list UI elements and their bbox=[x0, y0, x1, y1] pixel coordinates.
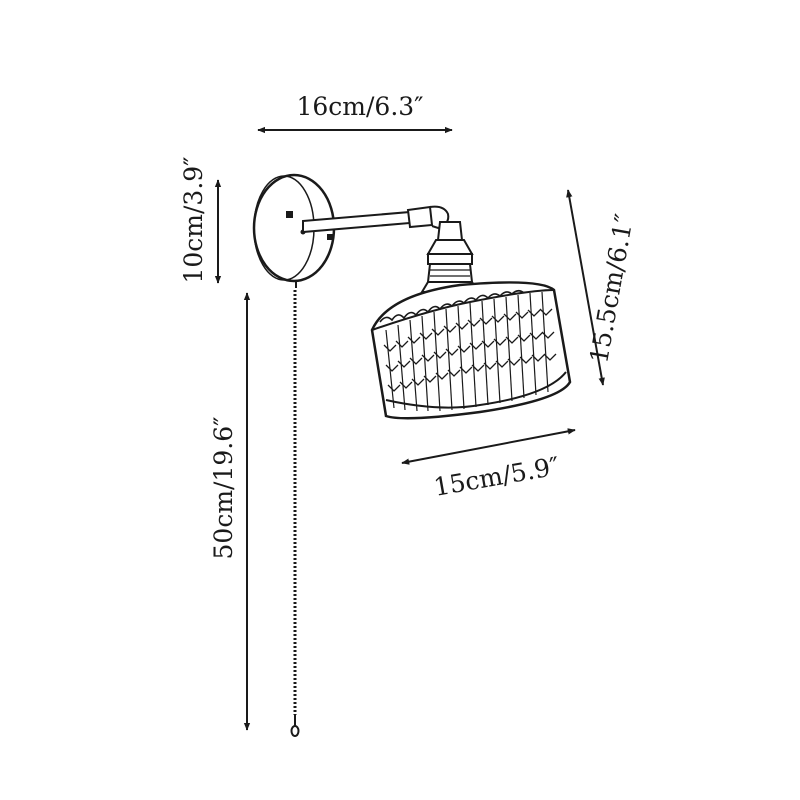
shade-width-label: 15cm/5.9″ bbox=[431, 451, 561, 502]
chain-pull-bead bbox=[290, 725, 300, 737]
chain-length-label: 50cm/19.6″ bbox=[209, 417, 238, 560]
pull-chain bbox=[290, 282, 300, 737]
chain-length-dimension: 50cm/19.6″ bbox=[209, 292, 251, 731]
shade-height-arrow bbox=[566, 189, 605, 386]
arm-width-dimension: 16cm/6.3″ bbox=[257, 92, 453, 134]
shade-width-arrow bbox=[401, 428, 576, 465]
arm-width-label: 16cm/6.3″ bbox=[296, 92, 423, 121]
shade-height-dimension: 15.5cm/6.1″ bbox=[566, 189, 639, 386]
lamp-arm bbox=[302, 205, 450, 234]
shade-width-dimension: 15cm/5.9″ bbox=[401, 428, 576, 502]
backplate-height-label: 10cm/3.9″ bbox=[179, 156, 208, 283]
backplate-height-dimension: 10cm/3.9″ bbox=[179, 156, 222, 284]
shade-height-label: 15.5cm/6.1″ bbox=[584, 212, 639, 366]
glass-shade bbox=[370, 281, 572, 420]
